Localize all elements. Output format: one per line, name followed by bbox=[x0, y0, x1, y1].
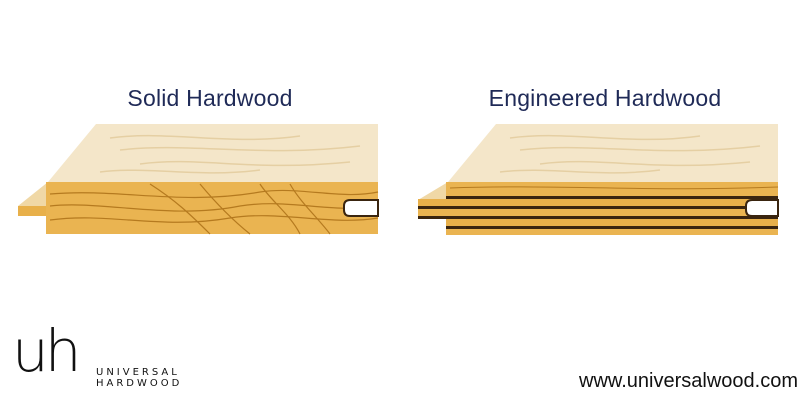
engineered-hardwood-label: Engineered Hardwood bbox=[488, 85, 722, 111]
website-url: www.universalwood.com bbox=[579, 370, 798, 392]
engineered-veneer bbox=[446, 182, 778, 196]
solid-hardwood-label: Solid Hardwood bbox=[127, 85, 293, 111]
engineered-hardwood-illustration bbox=[418, 124, 779, 235]
engineered-top-face bbox=[448, 124, 778, 182]
logo-line-universal: UNIVERSAL bbox=[96, 367, 180, 378]
engineered-top-grain bbox=[499, 134, 761, 174]
universal-hardwood-logo: uh UNIVERSAL HARDWOOD bbox=[12, 320, 192, 390]
solid-groove bbox=[343, 199, 379, 217]
engineered-groove bbox=[745, 199, 779, 217]
solid-top-grain bbox=[99, 134, 361, 174]
solid-tongue-side bbox=[18, 206, 48, 216]
engineered-plies bbox=[418, 196, 778, 235]
solid-front-grain bbox=[49, 183, 379, 235]
logo-mark: uh bbox=[12, 317, 82, 385]
solid-hardwood-illustration bbox=[18, 124, 379, 235]
logo-line-hardwood: HARDWOOD bbox=[96, 378, 183, 389]
solid-top-face bbox=[48, 124, 378, 182]
